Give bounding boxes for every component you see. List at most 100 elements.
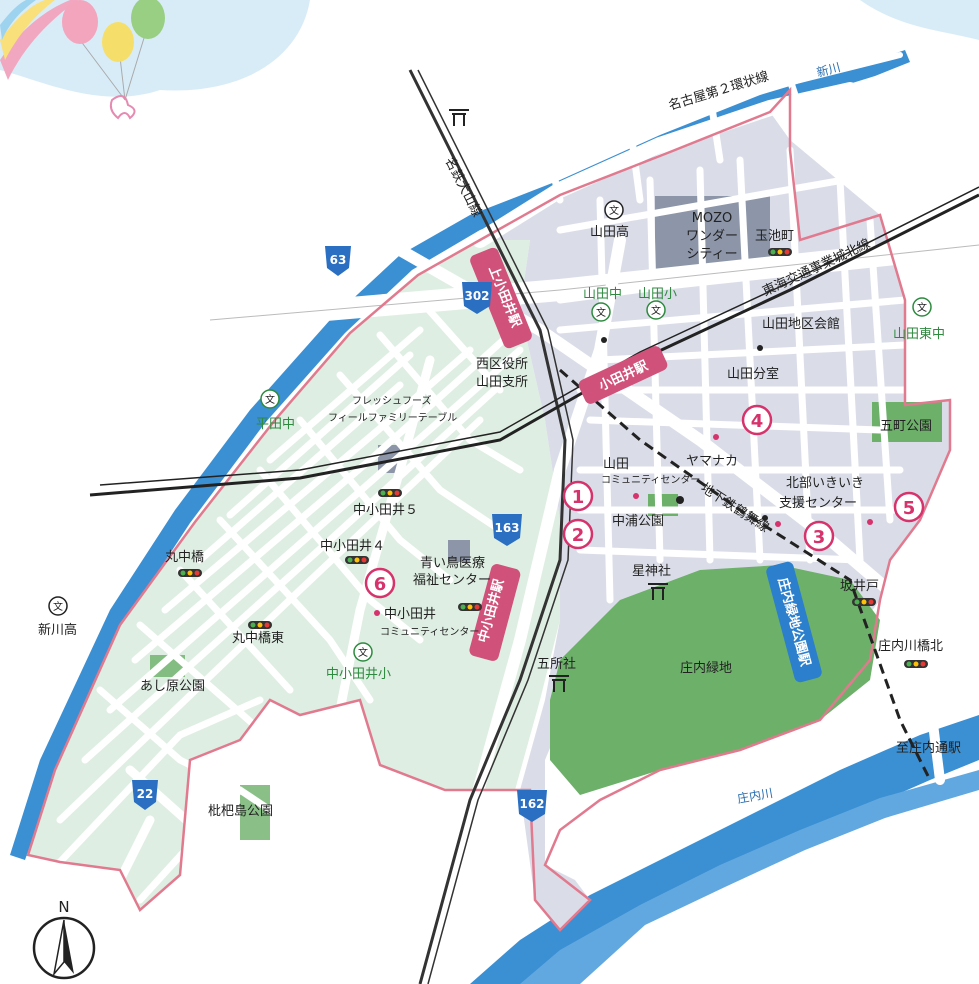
fresh-foods-label-2: フィールファミリーテーブル [328, 411, 457, 424]
traffic-light-icon [768, 248, 792, 256]
tokai-line [89, 193, 979, 497]
sakaido-label: 坂井戸 [840, 579, 879, 594]
svg-text:162: 162 [519, 797, 544, 811]
meitetsu-line-label: 名鉄犬山線 [441, 155, 485, 220]
balloons-icon [62, 0, 165, 120]
mozo-label-1: MOZO [692, 211, 733, 226]
north-arrow-icon: N [32, 898, 96, 980]
traffic-light-icon [458, 603, 482, 611]
school-icon: 文 [604, 200, 624, 220]
nakaotai-comm-label-1: 中小田井 [384, 607, 436, 622]
to-shonaidori-label: 至庄内通駅 [896, 740, 961, 756]
svg-text:3: 3 [813, 527, 826, 548]
shrine-icon [648, 583, 668, 600]
nakaotai-comm-label-2: コミュニティセンター [380, 626, 479, 638]
school-icon: 文 [912, 297, 932, 317]
yamada-branch-label: 山田分室 [727, 366, 779, 382]
marker-5[interactable]: 5 [893, 491, 925, 523]
school-icon: 文 [260, 389, 280, 409]
marker-3[interactable]: 3 [803, 520, 835, 552]
traffic-light-icon [248, 621, 272, 629]
school-icon: 文 [48, 596, 68, 616]
nakaotai4-label: 中小田井４ [320, 539, 385, 554]
marker-2[interactable]: 2 [562, 518, 594, 550]
subway-line [559, 368, 932, 781]
svg-text:文: 文 [53, 600, 63, 613]
route-shield-302: 302 [462, 282, 492, 314]
svg-text:5: 5 [903, 498, 916, 519]
ashihara-park-label: あし原公園 [140, 679, 205, 694]
traffic-light-icon [345, 556, 369, 564]
mozo-label-3: シティー [686, 247, 737, 262]
nakaotai5-label: 中小田井５ [353, 503, 418, 518]
route-shield-163: 163 [492, 514, 522, 546]
yamada-hall-label: 山田地区会館 [762, 317, 840, 332]
svg-text:文: 文 [265, 393, 275, 406]
shinkawa-high-label: 新川高 [38, 622, 77, 638]
hirata-jr-label: 平田中 [256, 417, 295, 432]
svg-text:1: 1 [572, 487, 585, 508]
district-boundary [26, 86, 952, 932]
aoitori-label-1: 青い鳥医療 [420, 556, 485, 571]
yamada-jr-label: 山田中 [583, 287, 622, 302]
traffic-light-icon [904, 660, 928, 668]
svg-text:文: 文 [651, 304, 661, 317]
traffic-light-icon [852, 598, 876, 606]
street-grid [56, 16, 909, 904]
route-shield-63: 63 [325, 246, 351, 276]
svg-text:63: 63 [330, 253, 347, 267]
svg-text:22: 22 [137, 787, 154, 801]
shonaibashi-kita-label: 庄内川橋北 [878, 638, 943, 654]
route-shield-162: 162 [517, 790, 547, 822]
yamada-comm-label-1: 山田 [603, 457, 629, 472]
nishi-ward-label-1: 西区役所 [476, 357, 528, 372]
school-icon: 文 [353, 642, 373, 662]
svg-text:N: N [58, 898, 69, 916]
shonai-ryokuchi-label: 庄内緑地 [680, 660, 732, 676]
nakaura-park-label: 中浦公園 [612, 514, 664, 529]
gosho-shrine-label: 五所社 [537, 656, 576, 672]
meitetsu-line [408, 69, 567, 984]
fresh-foods-label-1: フレッシュフーズ [352, 394, 432, 407]
maru-nakabashi-label: 丸中橋 [165, 550, 204, 565]
svg-text:文: 文 [917, 301, 927, 314]
route-shield-22: 22 [132, 780, 158, 810]
svg-text:2: 2 [572, 525, 585, 546]
nakaotai-elem-label: 中小田井小 [326, 667, 391, 682]
svg-text:302: 302 [464, 289, 489, 303]
shonaigawa-label: 庄内川 [736, 785, 774, 806]
aoitori-label-2: 福祉センター [413, 573, 491, 588]
mozo-label-2: ワンダー [686, 229, 738, 244]
aoitori-building [448, 540, 470, 562]
hoshigami-label: 星神社 [632, 563, 671, 579]
traffic-light-icon [178, 569, 202, 577]
tamaikecho-label: 玉池町 [755, 229, 794, 244]
school-icon: 文 [591, 302, 611, 322]
shonai-station-badge[interactable]: 庄内緑地公園駅 [765, 560, 823, 683]
svg-text:文: 文 [358, 646, 368, 659]
marker-4[interactable]: 4 [741, 404, 773, 436]
svg-text:文: 文 [609, 204, 619, 217]
shinkawa-label: 新川 [815, 59, 842, 80]
facility-dots [374, 337, 873, 616]
nishi-ward-label-2: 山田支所 [476, 375, 528, 390]
yamada-east-jr-label: 山田東中 [893, 326, 945, 342]
svg-text:6: 6 [374, 574, 387, 595]
school-icon: 文 [646, 300, 666, 320]
gocho-park-label: 五町公園 [880, 419, 932, 434]
biwajima-park-label: 枇杷島公園 [208, 804, 273, 819]
svg-text:文: 文 [596, 306, 606, 319]
shrine-icon [549, 675, 569, 692]
marker-1[interactable]: 1 [562, 480, 594, 512]
marker-6[interactable]: 6 [364, 567, 396, 599]
hokubu-label-2: 支援センター [779, 496, 857, 511]
yamada-high-label: 山田高 [590, 224, 629, 240]
svg-text:4: 4 [751, 411, 764, 432]
maru-nakabashi-higashi-label: 丸中橋東 [232, 630, 284, 646]
yamada-comm-label-2: コミュニティセンター [601, 474, 700, 486]
yamada-elem-label: 山田小 [638, 287, 677, 302]
svg-text:163: 163 [494, 521, 519, 535]
yamanaka-label: ヤマナカ [686, 454, 738, 469]
shonaigawa-river [470, 715, 979, 984]
